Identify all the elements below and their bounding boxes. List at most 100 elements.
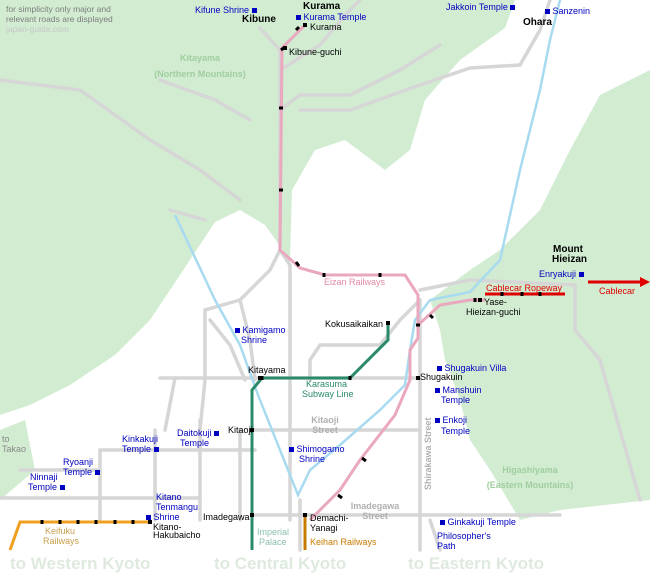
sight-daitokuji-temple[interactable]: Daitokuji [177,428,220,438]
ryoanji-temple-marker-icon [94,470,100,476]
label-karasuma-subway: Karasuma [306,379,348,389]
station-dots [148,23,482,524]
imperial-palace: Imperial [257,527,290,537]
sight-shugakuin-villa[interactable]: Shugakuin Villa [437,363,506,373]
ginkakuji-temple-marker-icon [440,520,445,526]
map-credit: japan-guide.com [6,24,69,34]
label-keihan-railways: Keihan Railways [310,537,377,547]
station-demachi-yanagi[interactable]: Demachi- [310,513,349,523]
jakkoin-temple-label: Jakkoin Temple [446,2,508,12]
kurama-temple-label: Kurama Temple [303,12,367,22]
manshuin-temple-marker-icon [435,388,440,394]
ninnaji-temple-marker-icon [59,485,65,491]
kamigamo-shrine-label-line2: Shrine [241,335,268,345]
link-to-western-kyoto[interactable]: to Western Kyoto [10,554,151,573]
enkoji-temple-label: Enkoji [442,415,468,425]
label-to-takao-line2: Takao [2,444,27,454]
enryakuji-marker-icon [578,272,584,278]
label-eizan-railways: Eizan Railways [324,277,386,287]
sight-ryoanji-temple[interactable]: Ryoanji [63,457,94,467]
sight-kinkakuji-temple[interactable]: Kinkakuji [122,434,159,444]
kamigamo-shrine-marker-icon [235,328,240,334]
kurama-temple-marker-icon [296,15,301,21]
street-kitaoji: Kitaoji [311,415,339,425]
west-mountains [0,420,35,500]
kitano-tenmangu-marker-icon [146,515,151,521]
kamo-river [173,0,562,499]
jakkoin-temple-marker-icon [510,5,516,11]
region-kitayama-subtitle: (Northern Mountains) [154,69,246,79]
sight-philosophers-path[interactable]: Philosopher's [437,531,491,541]
roads [0,0,642,552]
ryoanji-temple-label-line2: Temple [63,467,100,477]
region-higashiyama: Higashiyama [502,465,558,475]
ninnaji-temple-label-line2: Temple [28,482,65,492]
daitokuji-temple-label-line2: Temple [180,438,210,448]
enryakuji-label: Enryakuji [539,269,577,279]
label-cablecar-ropeway: Cablecar Ropeway [486,283,563,293]
daitokuji-temple-marker-icon [214,431,220,437]
kifune-shrine-marker-icon [251,8,257,14]
station-kibune-guchi[interactable]: Kibune-guchi [289,47,342,57]
shugakuin-villa-label: Shugakuin Villa [444,363,507,373]
town-ohara: Ohara [523,17,552,28]
label-to-takao: to [2,434,10,444]
station-yase-line2: Hieizan-guchi [466,307,521,317]
station-kitaoji[interactable]: Kitaoji [228,425,253,435]
sanzenin-marker-icon [545,9,550,15]
street-kitaoji-line2: Street [312,425,338,435]
town-kurama: Kurama [303,1,341,12]
ninnaji-temple-label: Temple [28,482,58,492]
kitano-tenmangu-label: Shrine [153,512,180,522]
station-kurama[interactable]: Kurama [310,22,342,32]
town-kibune: Kibune [242,14,276,25]
region-kitayama: Kitayama [179,53,221,63]
station-demachi-yanagi-line2: Yanagi [310,523,338,533]
station-kitano-hakubaicho[interactable]: Kitano- [153,522,182,532]
sight-ginkakuji-temple[interactable]: Ginkakuji Temple [440,517,516,527]
sight-sanzenin[interactable]: Sanzenin [545,6,590,16]
link-to-eastern-kyoto[interactable]: to Eastern Kyoto [408,554,545,573]
sight-manshuin-temple[interactable]: Manshuin [435,385,482,395]
sight-enkoji-temple[interactable]: Enkoji [435,415,467,425]
shugakuin-villa-marker-icon [437,366,442,372]
label-keifuku-railways: Keifuku [45,526,76,536]
station-imadegawa[interactable]: Imadegawa [203,512,250,522]
manshuin-temple-label: Manshuin [442,385,482,395]
sight-shimogamo-shrine[interactable]: Shimogamo [289,444,345,454]
kamigamo-shrine-label: Kamigamo [242,325,286,335]
sight-kamigamo-shrine[interactable]: Kamigamo [235,325,286,335]
karasuma-subway-line [250,323,390,550]
sight-kitano-tenmangu-shrine[interactable]: Kitano [156,492,182,502]
sight-ninnaji-temple[interactable]: Ninnaji [30,472,58,482]
mount-hieizan-line1: Mount [553,244,583,255]
station-kokusaikaikan[interactable]: Kokusaikaikan [325,319,384,329]
shimogamo-shrine-marker-icon [289,447,294,453]
kifune-shrine-label: Kifune Shrine [195,5,250,15]
sight-jakkoin-temple[interactable]: Jakkoin Temple [446,2,516,12]
shimogamo-shrine-label: Shimogamo [296,444,345,454]
sight-kifune-shrine[interactable]: Kifune Shrine [195,5,257,15]
station-shugakuin[interactable]: Shugakuin [420,372,463,382]
kinkakuji-temple-label-line2: Temple [122,444,159,454]
station-kitayama[interactable]: Kitayama [248,365,286,375]
kinkakuji-temple-marker-icon [153,447,159,453]
map-note-line2: relevant roads are displayed [6,14,113,24]
cablecar-ties [500,292,542,296]
eizan-railway-line [278,23,420,522]
sight-enryakuji[interactable]: Enryakuji [539,269,584,279]
sight-kurama-temple[interactable]: Kurama Temple [296,12,366,22]
enkoji-temple-label-line2: Temple [441,426,471,436]
keifuku-railway-line [8,520,150,551]
manshuin-temple-label-line2: Temple [441,395,471,405]
link-to-central-kyoto[interactable]: to Central Kyoto [214,554,347,573]
keifuku-ties [40,520,135,524]
station-kitano-hakubaicho-line2: Hakubaicho [153,530,201,540]
station-yase[interactable]: Yase- [484,297,507,307]
label-cablecar: Cablecar [599,286,636,296]
street-imadegawa: Imadegawa [350,501,400,511]
kitayama-mountains [0,0,515,415]
kitano-tenmangu-label-line2: Tenmangu [156,502,199,512]
